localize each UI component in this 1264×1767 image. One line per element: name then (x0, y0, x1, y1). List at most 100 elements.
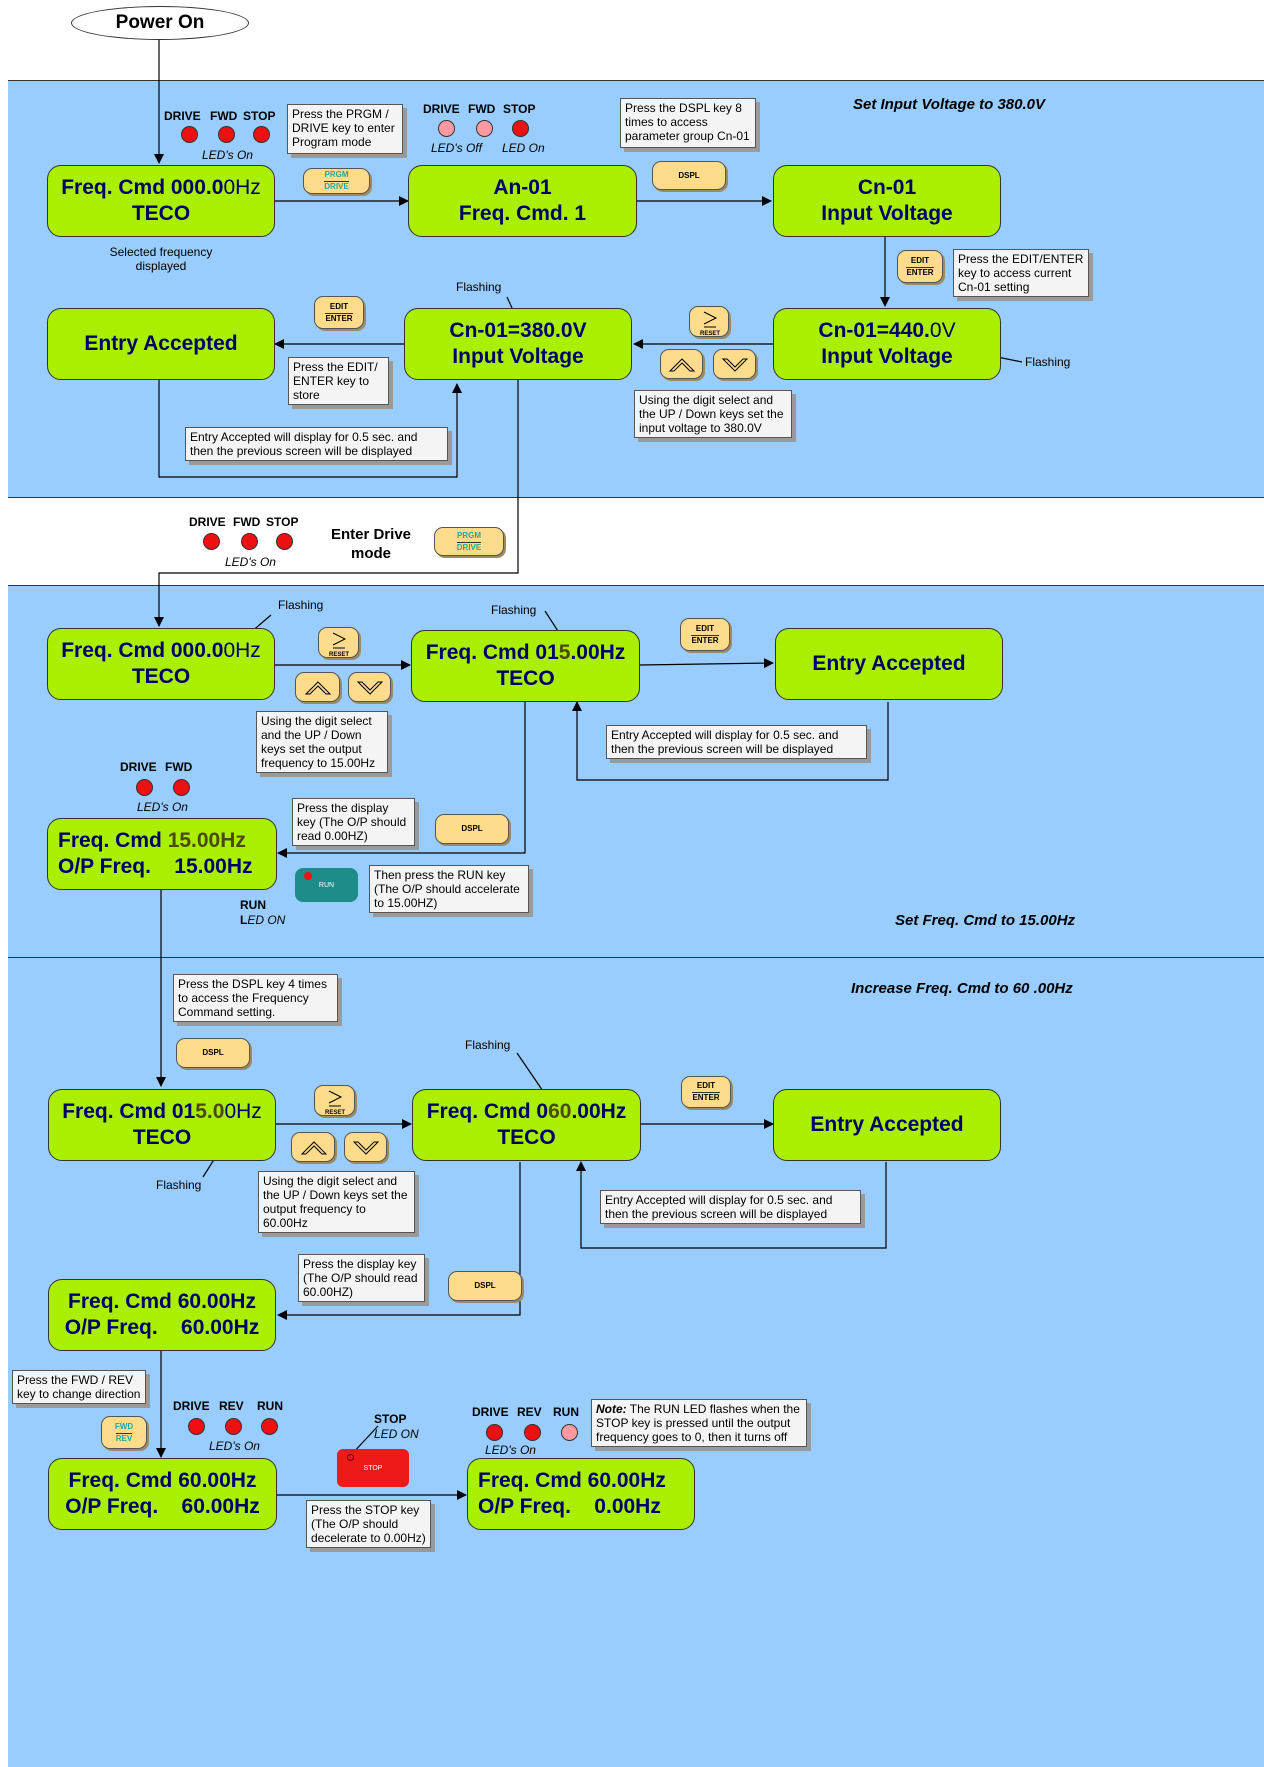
led-rev-on (225, 1418, 242, 1435)
lcd-op-freq-60: O/P Freq. 60.00Hz (64, 1316, 260, 1339)
enter-key-label: ENTER (906, 266, 934, 277)
edit-enter-key[interactable]: EDIT ENTER (680, 618, 730, 651)
lcd-cn01-title: Cn-01 (857, 176, 917, 199)
run-key[interactable]: RUN (295, 868, 358, 902)
edit-key-label: EDIT (329, 301, 349, 311)
enter-key-label: ENTER (692, 1092, 720, 1102)
note-edit-store: Press the EDIT/ ENTER key to store (288, 357, 389, 405)
led-on-label: LED On (502, 141, 545, 155)
svg-text:RESET: RESET (325, 1110, 345, 1116)
edit-enter-key[interactable]: EDIT ENTER (897, 250, 943, 283)
note-display-0: Press the display key (The O/P should re… (292, 798, 415, 846)
note-display-60: Press the display key (The O/P should re… (298, 1254, 425, 1302)
flashing-label: Flashing (491, 603, 537, 617)
stop-key[interactable]: STOP (337, 1449, 409, 1487)
svg-text:RESET: RESET (329, 652, 349, 658)
note-digit-15: Using the digit select and the UP / Down… (256, 711, 388, 773)
up-arrow-icon (300, 1141, 328, 1155)
lcd-teco: TECO (497, 1126, 556, 1149)
digit-select-reset-key[interactable]: RESET (318, 627, 359, 658)
fwd-rev-key[interactable]: FWD REV (101, 1416, 147, 1449)
lcd-freq-60: Freq. Cmd 60.00Hz (478, 1469, 666, 1492)
edit-key-label: EDIT (910, 255, 930, 265)
flashing-label: Flashing (465, 1038, 511, 1052)
led-label-stop: STOP (243, 109, 276, 123)
led-drive-on (136, 779, 153, 796)
up-key[interactable] (295, 672, 340, 702)
enter-key-label: ENTER (691, 634, 719, 645)
lcd-freq-cmd-015-s3: Freq. Cmd 015.00Hz TECO (48, 1089, 276, 1161)
lcd-freq-digits: 000.0 (170, 176, 224, 199)
led-label-fwd: FWD (468, 102, 496, 116)
lcd-freq-prefix: Freq. Cmd (61, 639, 171, 662)
led-label-stop: STOP (503, 102, 536, 116)
lcd-freq-cmd-60-running: Freq. Cmd 60.00Hz O/P Freq. 60.00Hz (48, 1458, 277, 1530)
up-key[interactable] (660, 349, 703, 379)
down-key[interactable] (348, 672, 391, 702)
lcd-cn01: Cn-01 Input Voltage (773, 165, 1001, 237)
note-dspl-4: Press the DSPL key 4 times to access the… (173, 974, 338, 1022)
down-arrow-icon (721, 358, 749, 372)
lcd-freq-cmd-060: Freq. Cmd 060.00Hz TECO (412, 1089, 641, 1161)
lcd-input-voltage: Input Voltage (821, 202, 953, 225)
prgm-drive-key[interactable]: PRGM DRIVE (303, 168, 370, 194)
lcd-input-voltage: Input Voltage (821, 345, 953, 368)
edit-enter-key[interactable]: EDIT ENTER (681, 1076, 731, 1108)
down-key[interactable] (713, 349, 756, 379)
led-label-drive: DRIVE (189, 515, 226, 529)
lcd-an01: An-01 Freq. Cmd. 1 (408, 165, 637, 237)
selected-frequency-text: Selected frequency displayed (109, 245, 213, 273)
note-fwd-rev: Press the FWD / REV key to change direct… (12, 1370, 146, 1404)
up-arrow-icon (668, 358, 696, 372)
lcd-entry-accepted-text: Entry Accepted (812, 652, 966, 675)
stop-key-led (347, 1454, 354, 1461)
run-led-on-l: L (240, 913, 248, 927)
lcd-digits-a: 01 (535, 641, 559, 664)
run-led-on-label: LED ON (240, 913, 285, 927)
led-label-drive: DRIVE (472, 1405, 509, 1419)
lcd-digits-flash: 5 (558, 641, 571, 664)
flashing-label: Flashing (456, 280, 502, 294)
led-fwd-off (476, 120, 493, 137)
lcd-digits-c: .00Hz (571, 1100, 627, 1123)
lcd-entry-accepted: Entry Accepted (773, 1089, 1001, 1161)
note-edit-access: Press the EDIT/ENTER key to access curre… (953, 249, 1089, 297)
drive-key-label: DRIVE (456, 541, 482, 552)
dspl-key[interactable]: DSPL (448, 1271, 522, 1301)
digit-select-reset-key[interactable]: RESET (689, 306, 729, 337)
power-on-terminal: Power On (71, 6, 249, 40)
lcd-freq-prefix: Freq. Cmd (425, 641, 536, 664)
dspl-key[interactable]: DSPL (435, 814, 509, 844)
up-arrow-icon (304, 681, 332, 695)
led-fwd-on (241, 533, 258, 550)
note-run-led: Note: The RUN LED flashes when the STOP … (591, 1399, 807, 1447)
note-stop-key: Press the STOP key (The O/P should decel… (306, 1500, 431, 1548)
lcd-cn380-value: Cn-01=380.0V (449, 319, 587, 342)
prgm-drive-key[interactable]: PRGM DRIVE (434, 527, 504, 556)
led-label-rev: REV (219, 1399, 244, 1413)
dspl-key[interactable]: DSPL (652, 161, 726, 190)
lcd-freq-digits: 000.0 (170, 639, 224, 662)
lcd-cn440-flash-digit: 0V (929, 319, 956, 342)
lcd-digits-a: 0 (536, 1100, 549, 1123)
down-key[interactable] (344, 1132, 387, 1162)
note-dspl-8: Press the DSPL key 8 times to access par… (620, 98, 756, 148)
up-key[interactable] (291, 1132, 335, 1162)
led-fwd-on (173, 779, 190, 796)
led-drive-off (438, 120, 455, 137)
digit-select-reset-key[interactable]: RESET (314, 1085, 355, 1116)
leds-off-label: LED's Off (431, 141, 482, 155)
flashing-label: Flashing (278, 598, 324, 612)
lcd-input-voltage: Input Voltage (452, 345, 584, 368)
edit-enter-key[interactable]: EDIT ENTER (314, 296, 364, 329)
stop-key-label: STOP (363, 1464, 383, 1472)
digit-select-icon: RESET (329, 632, 349, 658)
led-drive-on (203, 533, 220, 550)
lcd-an01-sub: Freq. Cmd. 1 (458, 202, 587, 225)
led-drive-on (486, 1424, 503, 1441)
prgm-key-label: PRGM (457, 530, 481, 540)
note-run-key: Then press the RUN key (The O/P should a… (369, 865, 529, 913)
dspl-key[interactable]: DSPL (176, 1038, 250, 1068)
led-rev-on (524, 1424, 541, 1441)
lcd-freq-60: Freq. Cmd 60.00Hz (68, 1290, 256, 1313)
